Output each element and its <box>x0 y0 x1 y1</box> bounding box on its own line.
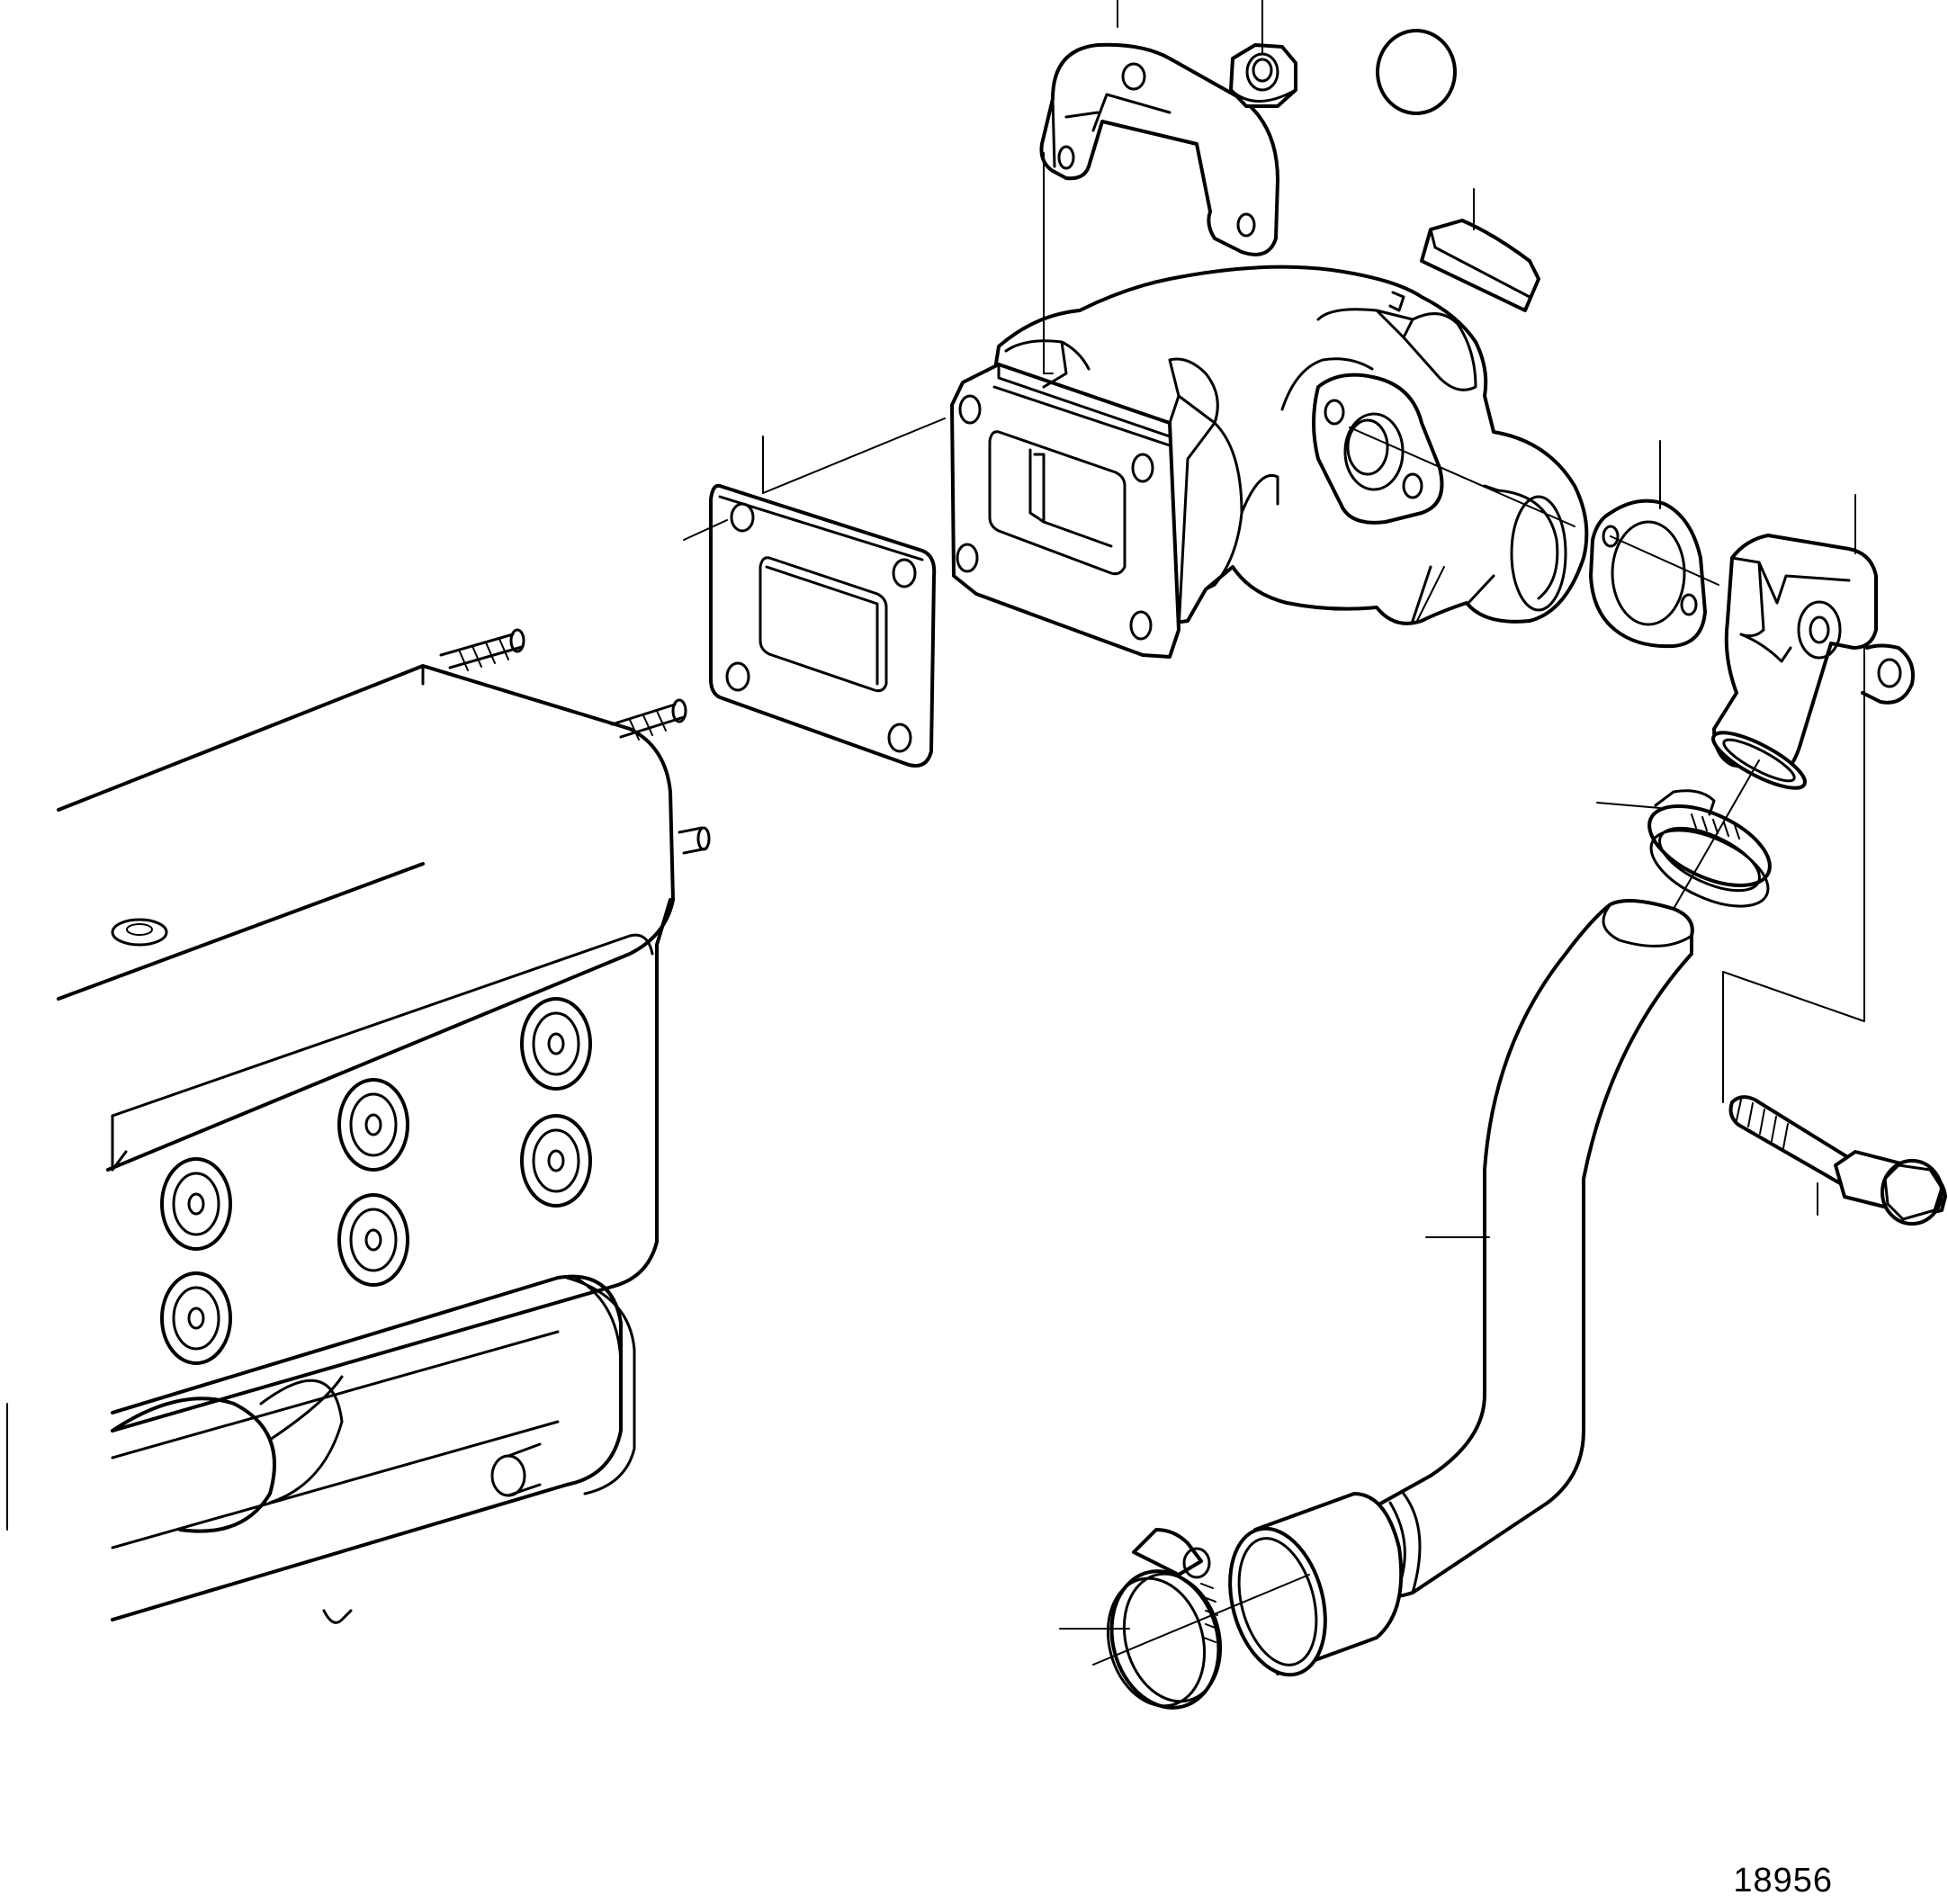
lifting-bracket <box>1039 42 1279 256</box>
core-plug-4 <box>160 1271 232 1365</box>
core-plug-3 <box>520 997 592 1091</box>
core-plug-2 <box>337 1078 409 1172</box>
plug-disc <box>1376 29 1457 115</box>
figure-number: 18956 <box>1733 1862 1833 1900</box>
core-plug-5 <box>337 1193 409 1287</box>
flange-nut <box>1229 43 1297 108</box>
hose-clamp-lower <box>1106 1528 1223 1710</box>
leader-lines <box>683 0 1865 1666</box>
stud-upper <box>439 628 525 671</box>
core-plug-6 <box>520 1114 592 1208</box>
exhaust-gasket <box>709 483 937 768</box>
elbow-fitting <box>1711 534 1915 790</box>
hose-clamp-upper <box>1647 789 1772 908</box>
stud-middle <box>610 698 687 741</box>
cooler-tube <box>111 1274 636 1624</box>
core-plug-1 <box>160 1157 232 1251</box>
engine-block <box>6 628 711 1624</box>
top-washer <box>111 918 168 947</box>
cap-plug <box>1420 219 1540 312</box>
coolant-hose <box>1321 899 1694 1599</box>
stud-lower <box>678 826 711 855</box>
outlet-gasket <box>1589 498 1707 649</box>
exhaust-elbow <box>950 265 1589 659</box>
hose-sleeve <box>1228 1492 1404 1677</box>
flange-bolt <box>1728 1095 1947 1226</box>
